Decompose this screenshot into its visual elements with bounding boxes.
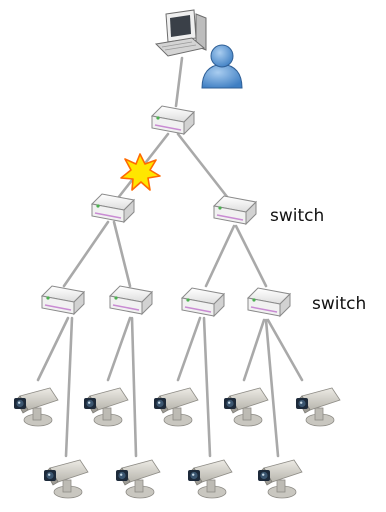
ip-camera-icon-2 <box>83 387 129 427</box>
ip-camera-icon-7 <box>115 459 161 499</box>
link-l2left-to-s2 <box>112 220 132 288</box>
link-s1-to-cam6 <box>64 316 74 458</box>
link-s3-to-cam3 <box>176 316 202 382</box>
access-switch-2 <box>109 285 153 315</box>
access-switch-1 <box>41 285 85 315</box>
link-s1-to-cam1 <box>36 316 70 382</box>
switch-label-level2: switch <box>270 206 325 226</box>
ip-camera-icon-4 <box>223 387 269 427</box>
link-s4-to-cam5 <box>266 318 304 382</box>
switch-l2-right <box>213 195 257 225</box>
link-pc-to-core <box>174 56 184 108</box>
link-s3-to-cam8 <box>202 316 212 458</box>
ip-camera-icon-1 <box>13 387 59 427</box>
ip-camera-icon-6 <box>43 459 89 499</box>
link-s2-to-cam2 <box>106 316 132 382</box>
failure-burst-icon <box>120 153 161 191</box>
switch-l2-left <box>91 193 135 223</box>
ip-camera-icon-5 <box>295 387 341 427</box>
ip-camera-icon-9 <box>257 459 303 499</box>
link-l2right-to-s3 <box>204 224 236 288</box>
network-links <box>36 56 304 458</box>
link-l2right-to-s4 <box>234 224 268 288</box>
computer-icon <box>154 9 207 57</box>
switch-label-level3: switch <box>312 294 367 314</box>
link-core-to-switch-right <box>176 132 230 200</box>
link-s4-to-cam9 <box>264 318 280 458</box>
access-switch-3 <box>181 287 225 317</box>
user-icon <box>201 44 243 89</box>
ip-camera-icon-3 <box>153 387 199 427</box>
ip-camera-icon-8 <box>187 459 233 499</box>
link-l2left-to-s1 <box>62 220 110 288</box>
access-switch-4 <box>247 287 291 317</box>
link-s4-to-cam4 <box>242 318 266 382</box>
core-switch <box>151 105 195 135</box>
link-s2-to-cam7 <box>130 316 138 458</box>
